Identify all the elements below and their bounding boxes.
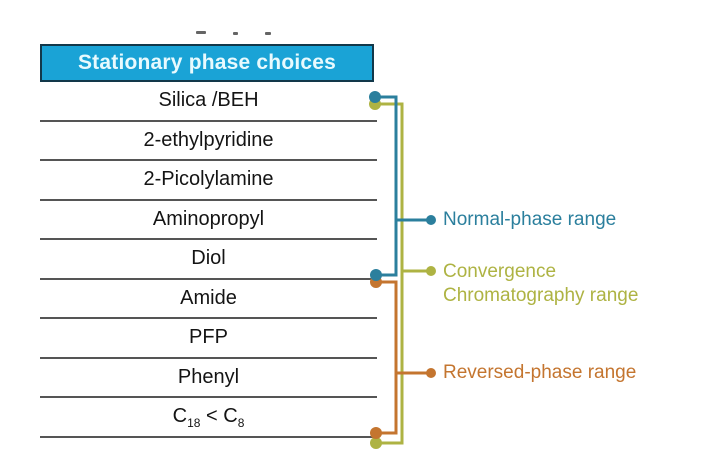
stationary-phase-header: Stationary phase choices	[40, 44, 374, 82]
convergence-range-label-line1: Convergence	[443, 261, 557, 282]
reversed-range-label: Reversed-phase range	[443, 362, 637, 383]
convergence-range-label-line2: Chromatography range	[443, 285, 639, 306]
phase-label: 2-Picolylamine	[143, 168, 274, 191]
convergence-range-label-dot	[426, 266, 436, 276]
phase-row-aminopropyl: Aminopropyl	[40, 201, 377, 240]
phase-row-phenyl: Phenyl	[40, 359, 377, 398]
phase-row-silica-beh: Silica /BEH	[40, 82, 377, 122]
convergence-range-line	[369, 98, 436, 449]
reversed-range-line	[370, 276, 436, 439]
phase-row-diol: Diol	[40, 240, 377, 280]
phase-label: PFP	[189, 326, 228, 349]
phase-row-amide: Amide	[40, 280, 377, 319]
convergence-range-label: Convergence Chromatography range	[443, 260, 638, 308]
normal-range-label-dot	[426, 215, 436, 225]
phase-label: Diol	[191, 247, 226, 270]
phase-list: Silica /BEH 2-ethylpyridine 2-Picolylami…	[40, 82, 377, 438]
normal-range-line	[369, 91, 436, 281]
cropped-text-remnant	[196, 31, 206, 34]
convergence-range-dot-bottom	[370, 437, 382, 449]
reversed-range-label-dot	[426, 368, 436, 378]
phase-row-2-ethylpyridine: 2-ethylpyridine	[40, 122, 377, 161]
phase-label: Silica /BEH	[158, 89, 259, 112]
normal-range-label: Normal-phase range	[443, 209, 617, 230]
cropped-text-remnant	[265, 32, 271, 35]
phase-label: Aminopropyl	[152, 207, 265, 230]
phase-row-c18-c8: C18 < C8	[40, 398, 377, 438]
phase-label: 2-ethylpyridine	[143, 128, 274, 151]
phase-row-2-picolylamine: 2-Picolylamine	[40, 161, 377, 201]
phase-row-pfp: PFP	[40, 319, 377, 359]
phase-label: Amide	[180, 286, 237, 309]
cropped-text-remnant	[233, 32, 238, 35]
phase-label: Phenyl	[177, 365, 240, 388]
phase-label: C18 < C8	[172, 405, 245, 431]
